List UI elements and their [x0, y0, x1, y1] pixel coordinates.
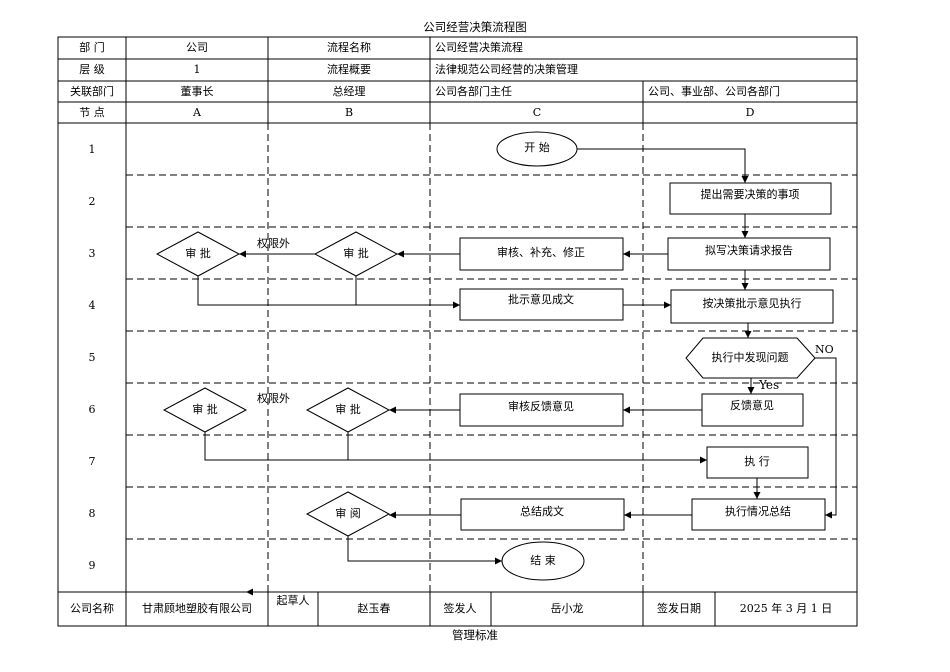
yes-label: Yes [759, 378, 780, 392]
row-number: 6 [88, 403, 96, 416]
beyond-authority-label: 权限外 [257, 237, 290, 250]
arrow-review-end [347, 536, 502, 565]
execute-label: 执 行 [744, 455, 770, 468]
execution-summary-label: 执行情况总结 [725, 505, 791, 518]
level-value: 1 [193, 63, 201, 76]
role-a: 董事长 [180, 85, 214, 98]
connectors [197, 148, 837, 596]
draft-report-label: 拟写决策请求报告 [705, 244, 793, 257]
role-d: 公司、事业部、公司各部门 [648, 85, 780, 98]
execute-box [706, 446, 809, 479]
review-supplement-label: 审核、补充、修正 [497, 246, 585, 259]
col-b-label: B [344, 106, 354, 119]
arrow-no-path [815, 357, 837, 519]
issuer-value: 岳小龙 [550, 602, 584, 615]
issue-date-value: 2025 年 3 月 1 日 [739, 602, 833, 615]
row-number: 9 [88, 559, 96, 572]
row-number: 8 [88, 507, 96, 520]
dept-value: 公司 [186, 41, 208, 54]
execute-opinion-label: 按决策批示意见执行 [702, 297, 802, 310]
end-label: 结 束 [530, 554, 556, 567]
swimlane-dashes [126, 123, 857, 592]
propose-box [669, 182, 832, 215]
no-label: NO [815, 343, 834, 356]
approve-b-6-label: 审 批 [335, 403, 361, 416]
execute-opinion-box [670, 289, 834, 324]
review-read-label: 审 阅 [335, 507, 361, 520]
line-approve-a-down [197, 276, 460, 309]
approve-a-3-label: 审 批 [185, 247, 211, 260]
summary-label: 流程概要 [327, 63, 371, 76]
drafter-label: 起草人 [276, 594, 310, 607]
feedback-label: 反馈意见 [730, 399, 774, 412]
process-name-value: 公司经营决策流程 [435, 41, 523, 54]
row-number: 5 [88, 351, 96, 364]
feedback-box [701, 393, 804, 427]
review-feedback-box [459, 393, 624, 427]
node-label: 节 点 [79, 106, 105, 119]
start-label: 开 始 [524, 141, 550, 154]
beyond-authority-label-2: 权限外 [257, 392, 290, 405]
line-approve-a6-down [204, 432, 707, 464]
approve-a-6-label: 审 批 [192, 403, 218, 416]
col-a-label: A [193, 106, 201, 119]
opinion-doc-box [459, 288, 624, 321]
row-number: 3 [88, 247, 96, 260]
company-value: 甘肃顾地塑胶有限公司 [142, 602, 252, 615]
problem-found-hexagon [685, 337, 816, 379]
draft-report-box [667, 237, 831, 271]
related-dept-label: 关联部门 [70, 85, 114, 98]
row-number: 4 [88, 299, 96, 312]
summary-doc-box [460, 498, 625, 531]
issue-date-label: 签发日期 [657, 602, 701, 615]
execution-summary-box [691, 498, 826, 531]
row-number: 7 [88, 455, 96, 468]
process-name-label: 流程名称 [327, 41, 371, 54]
row-number: 2 [88, 195, 96, 208]
col-c-label: C [532, 106, 542, 119]
propose-label: 提出需要决策的事项 [700, 188, 800, 201]
summary-doc-label: 总结成文 [520, 505, 564, 518]
problem-found-label: 执行中发现问题 [711, 351, 789, 364]
col-d-label: D [745, 106, 755, 119]
company-label: 公司名称 [70, 602, 114, 615]
row-number: 1 [88, 143, 96, 156]
approve-b-3-label: 审 批 [343, 247, 369, 260]
dept-label: 部 门 [79, 41, 105, 54]
drafter-value: 赵玉春 [357, 602, 391, 615]
issuer-label: 签发人 [443, 602, 477, 615]
arrow-start-propose [577, 148, 749, 183]
review-feedback-label: 审核反馈意见 [508, 400, 574, 413]
page-title: 公司经营决策流程图 [423, 20, 527, 34]
role-b: 总经理 [332, 85, 366, 98]
footer-text: 管理标准 [452, 628, 498, 642]
role-c: 公司各部门主任 [435, 85, 512, 98]
opinion-doc-label: 批示意见成文 [508, 293, 574, 306]
level-label: 层 级 [79, 63, 105, 76]
review-supplement-box [459, 237, 624, 271]
summary-value: 法律规范公司经营的决策管理 [435, 63, 578, 76]
